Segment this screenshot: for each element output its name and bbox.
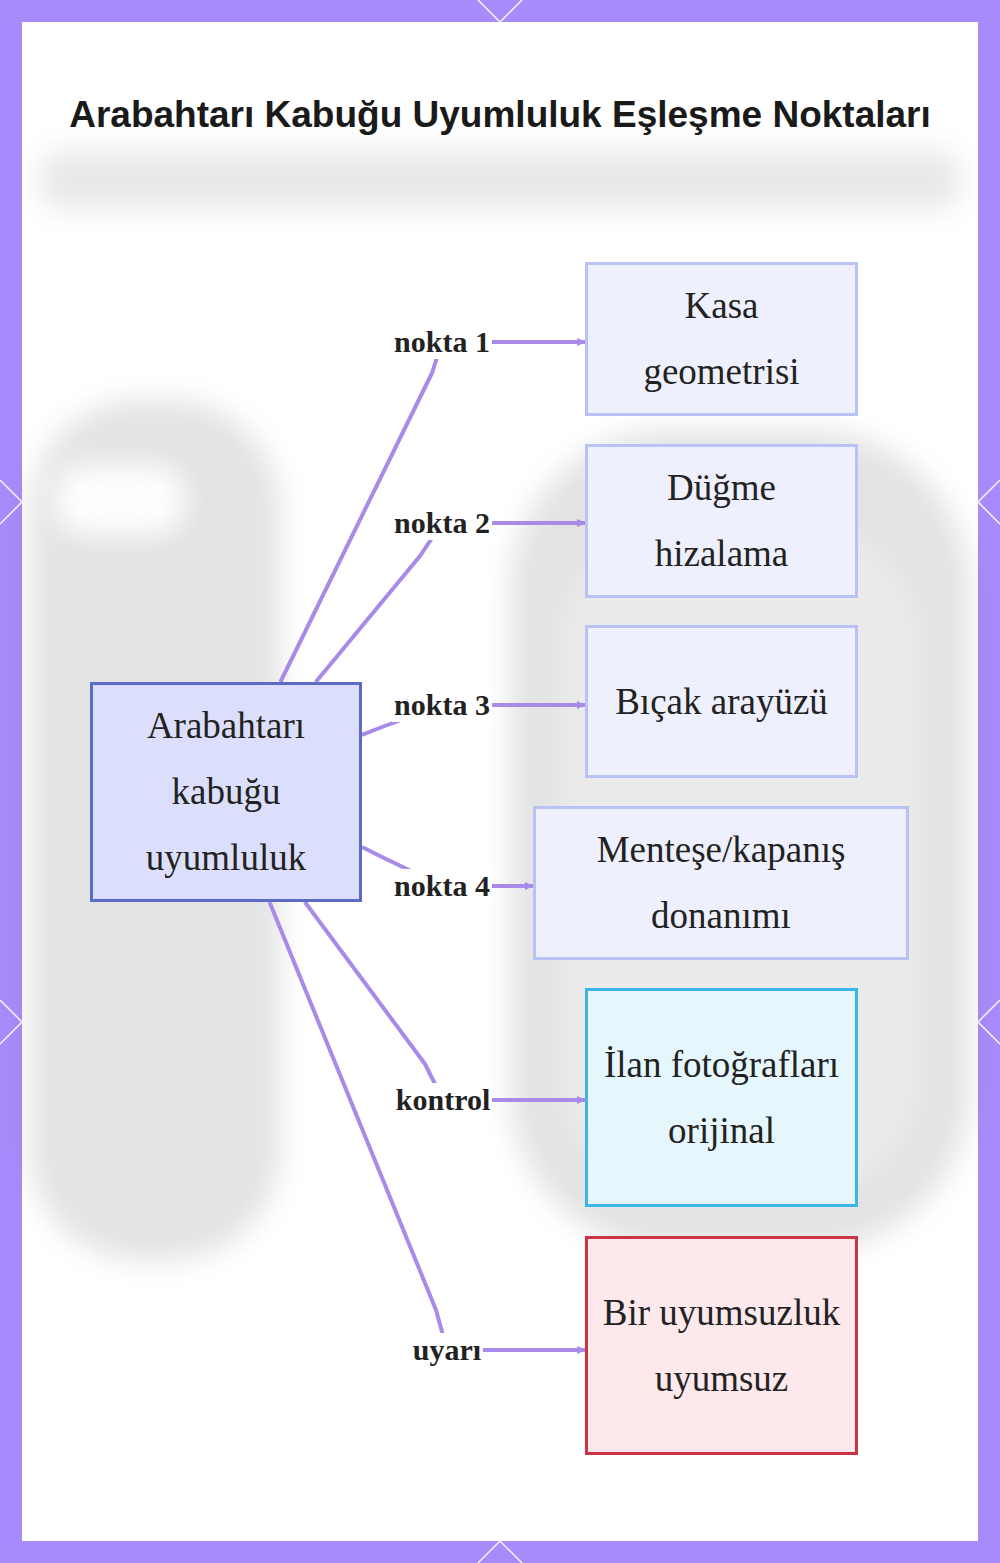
warning-box: Bir uyumsuzluk uyumsuz bbox=[585, 1236, 858, 1455]
connector-arrow bbox=[316, 523, 585, 682]
edge-label: nokta 3 bbox=[392, 688, 492, 722]
edge-label: nokta 4 bbox=[392, 869, 492, 903]
edge-label: kontrol bbox=[394, 1083, 492, 1117]
box-text: Bir uyumsuzluk uyumsuz bbox=[602, 1280, 841, 1412]
edge-label: nokta 1 bbox=[392, 325, 492, 359]
box-text: Kasa geometrisi bbox=[602, 273, 841, 405]
point-box: Düğme hizalama bbox=[585, 444, 858, 598]
box-text: Bıçak arayüzü bbox=[615, 669, 828, 735]
point-box: Kasa geometrisi bbox=[585, 262, 858, 416]
point-box: Menteşe/kapanış donanımı bbox=[533, 806, 909, 960]
center-box: Arabahtarı kabuğu uyumluluk bbox=[90, 682, 362, 902]
box-text: Menteşe/kapanış donanımı bbox=[550, 817, 892, 949]
connector-arrow bbox=[280, 342, 585, 682]
box-text: Arabahtarı kabuğu uyumluluk bbox=[107, 693, 345, 891]
point-box: Bıçak arayüzü bbox=[585, 625, 858, 778]
edge-label: uyarı bbox=[411, 1333, 483, 1367]
connector-arrow bbox=[270, 902, 586, 1350]
box-text: Düğme hizalama bbox=[602, 455, 841, 587]
diagram-title: Arabahtarı Kabuğu Uyumluluk Eşleşme Nokt… bbox=[60, 92, 940, 137]
edge-label: nokta 2 bbox=[392, 506, 492, 540]
box-text: İlan fotoğrafları orijinal bbox=[602, 1032, 841, 1164]
check-box: İlan fotoğrafları orijinal bbox=[585, 988, 858, 1207]
